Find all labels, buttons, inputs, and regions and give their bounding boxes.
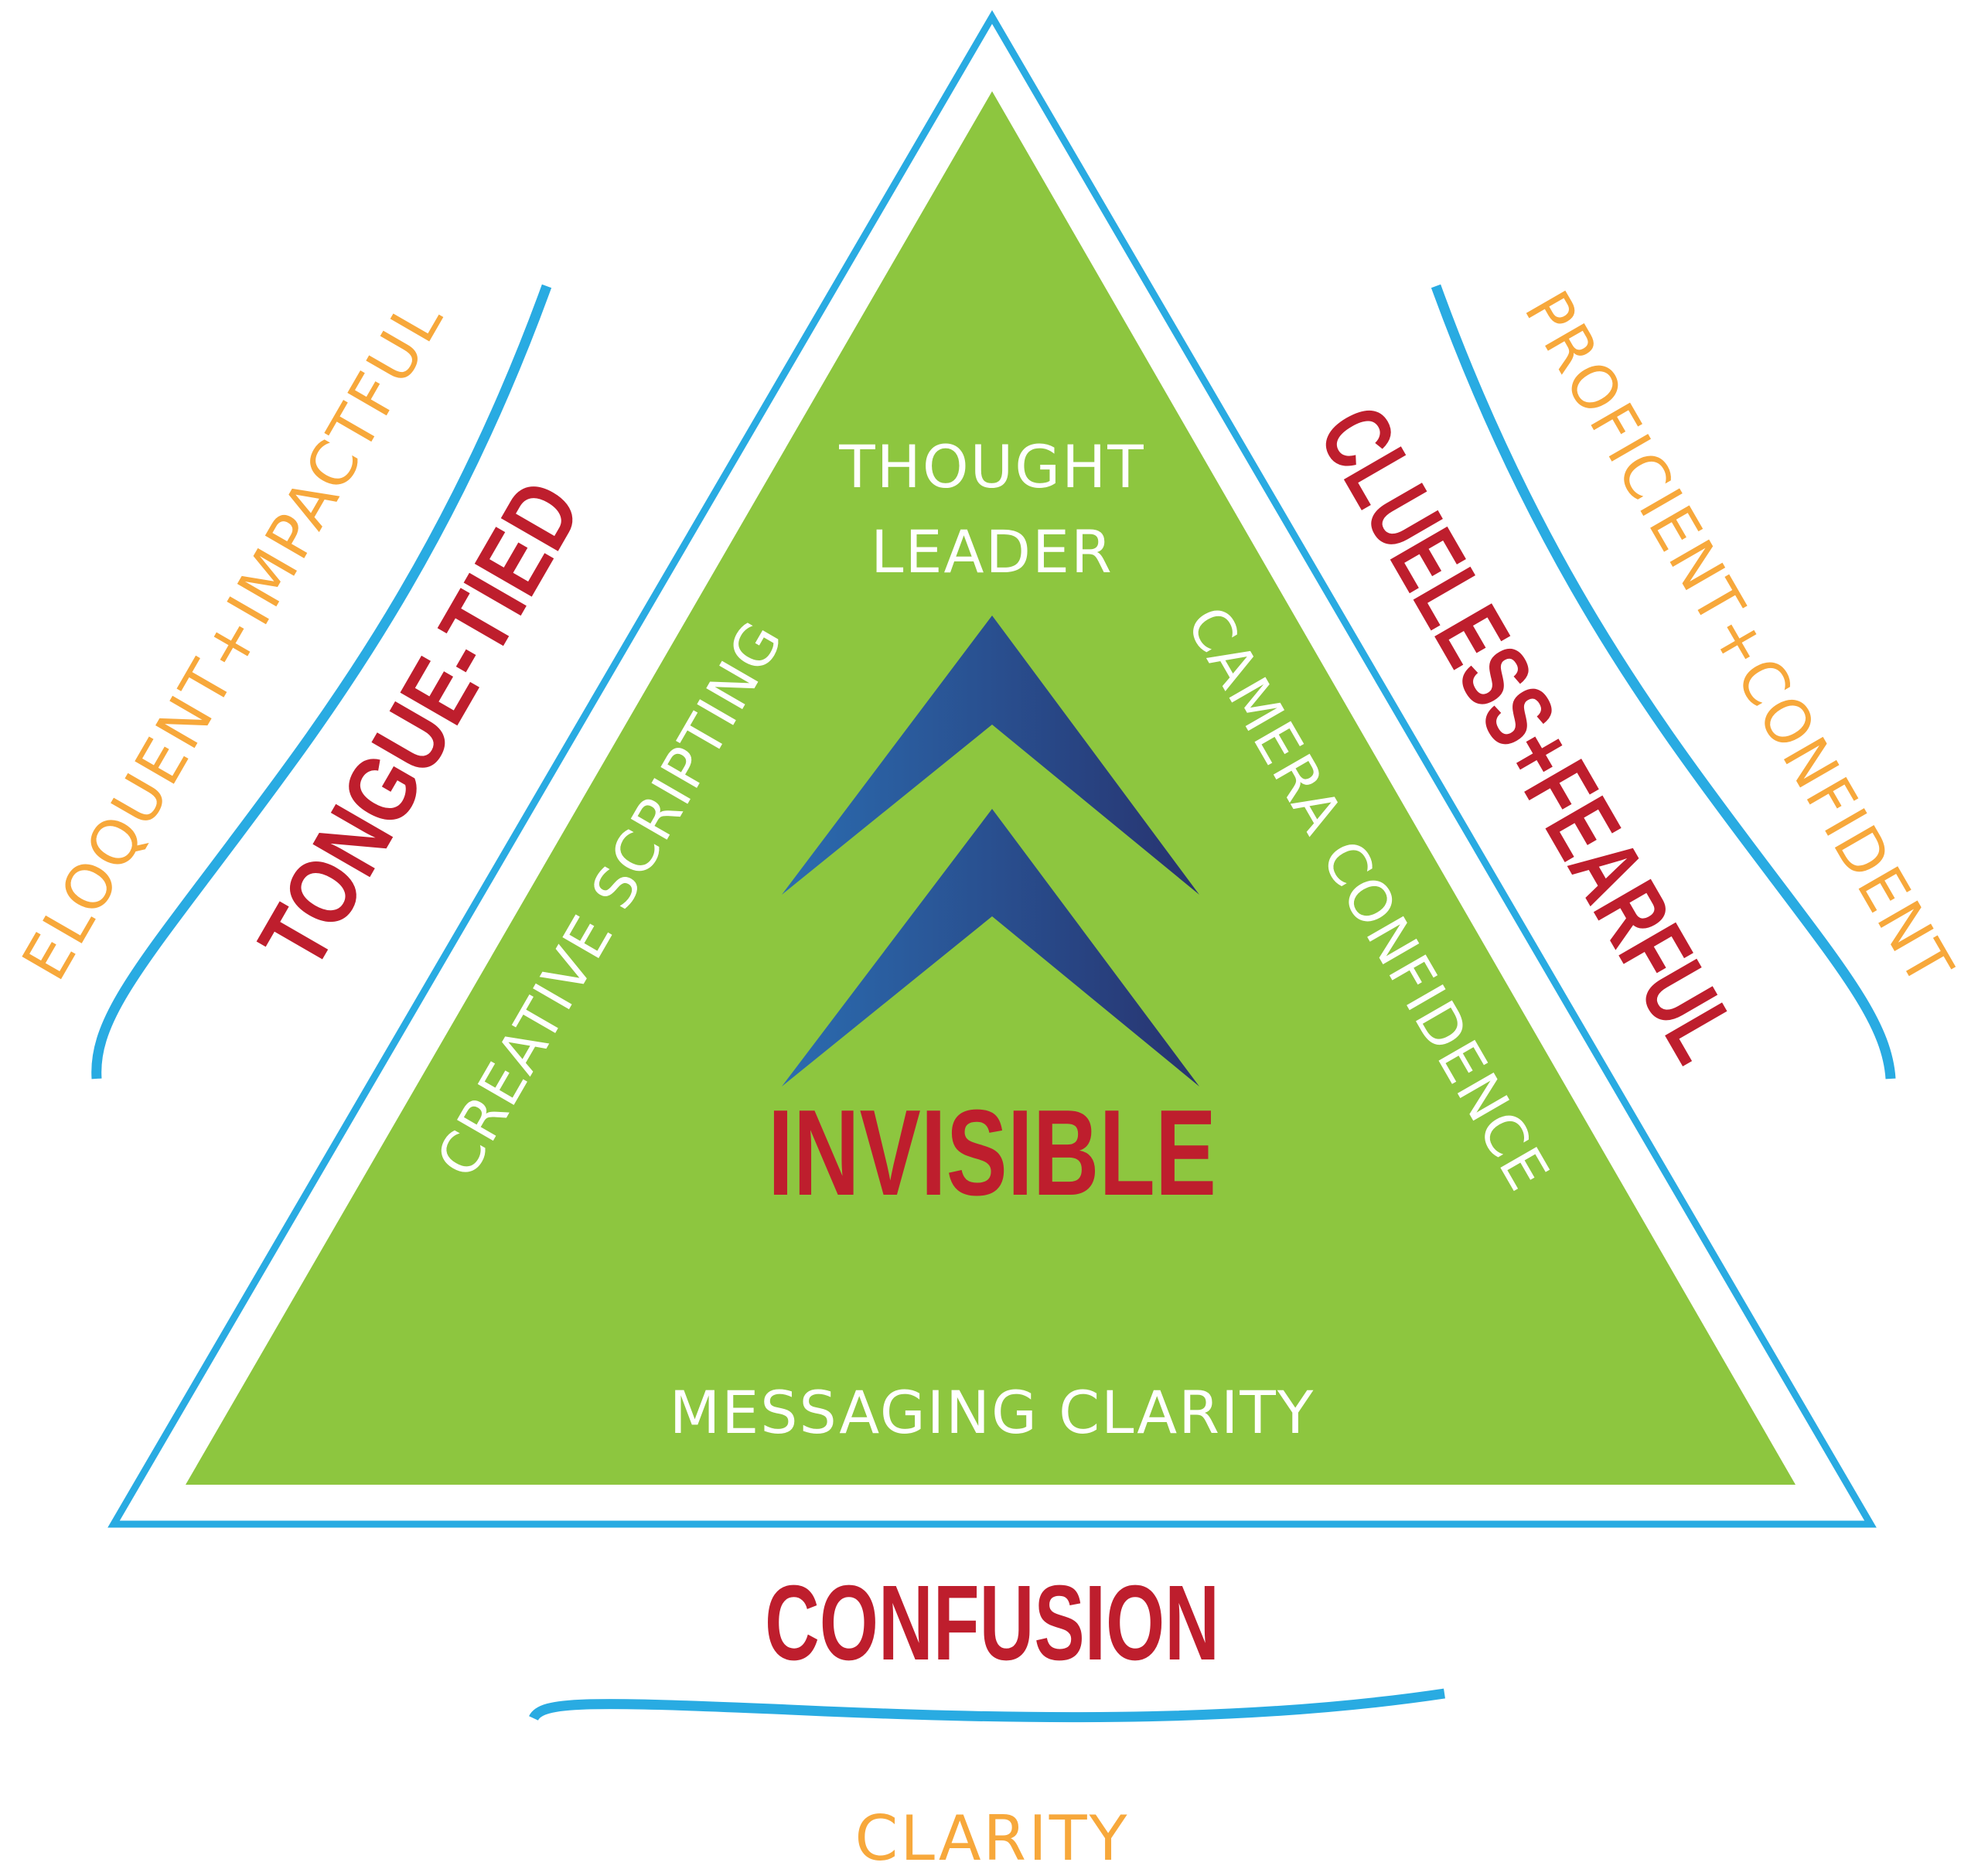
apex-label-line2: LEADER [871,517,1113,586]
double-chevron-up-icon [782,616,1199,1086]
outer-triangle-outline [107,10,1877,1528]
inner-green-triangle [186,91,1796,1485]
apex-label-line1: THOUGHT [838,432,1144,501]
bottom-goal-label: CLARITY [855,1803,1130,1874]
left-goal-label: ELOQUENT+IMPACTFUL [9,286,458,992]
right-wavy-bracket [1431,284,1896,1080]
bottom-wavy-bracket [529,1688,1445,1723]
bottom-outcome-label: CONFUSION [765,1564,1219,1683]
center-label: INVISIBLE [768,1085,1216,1221]
left-wavy-bracket [91,284,552,1080]
upper-chevron [782,616,1199,895]
base-label: MESSAGING CLARITY [670,1378,1315,1447]
lower-chevron [782,809,1199,1086]
